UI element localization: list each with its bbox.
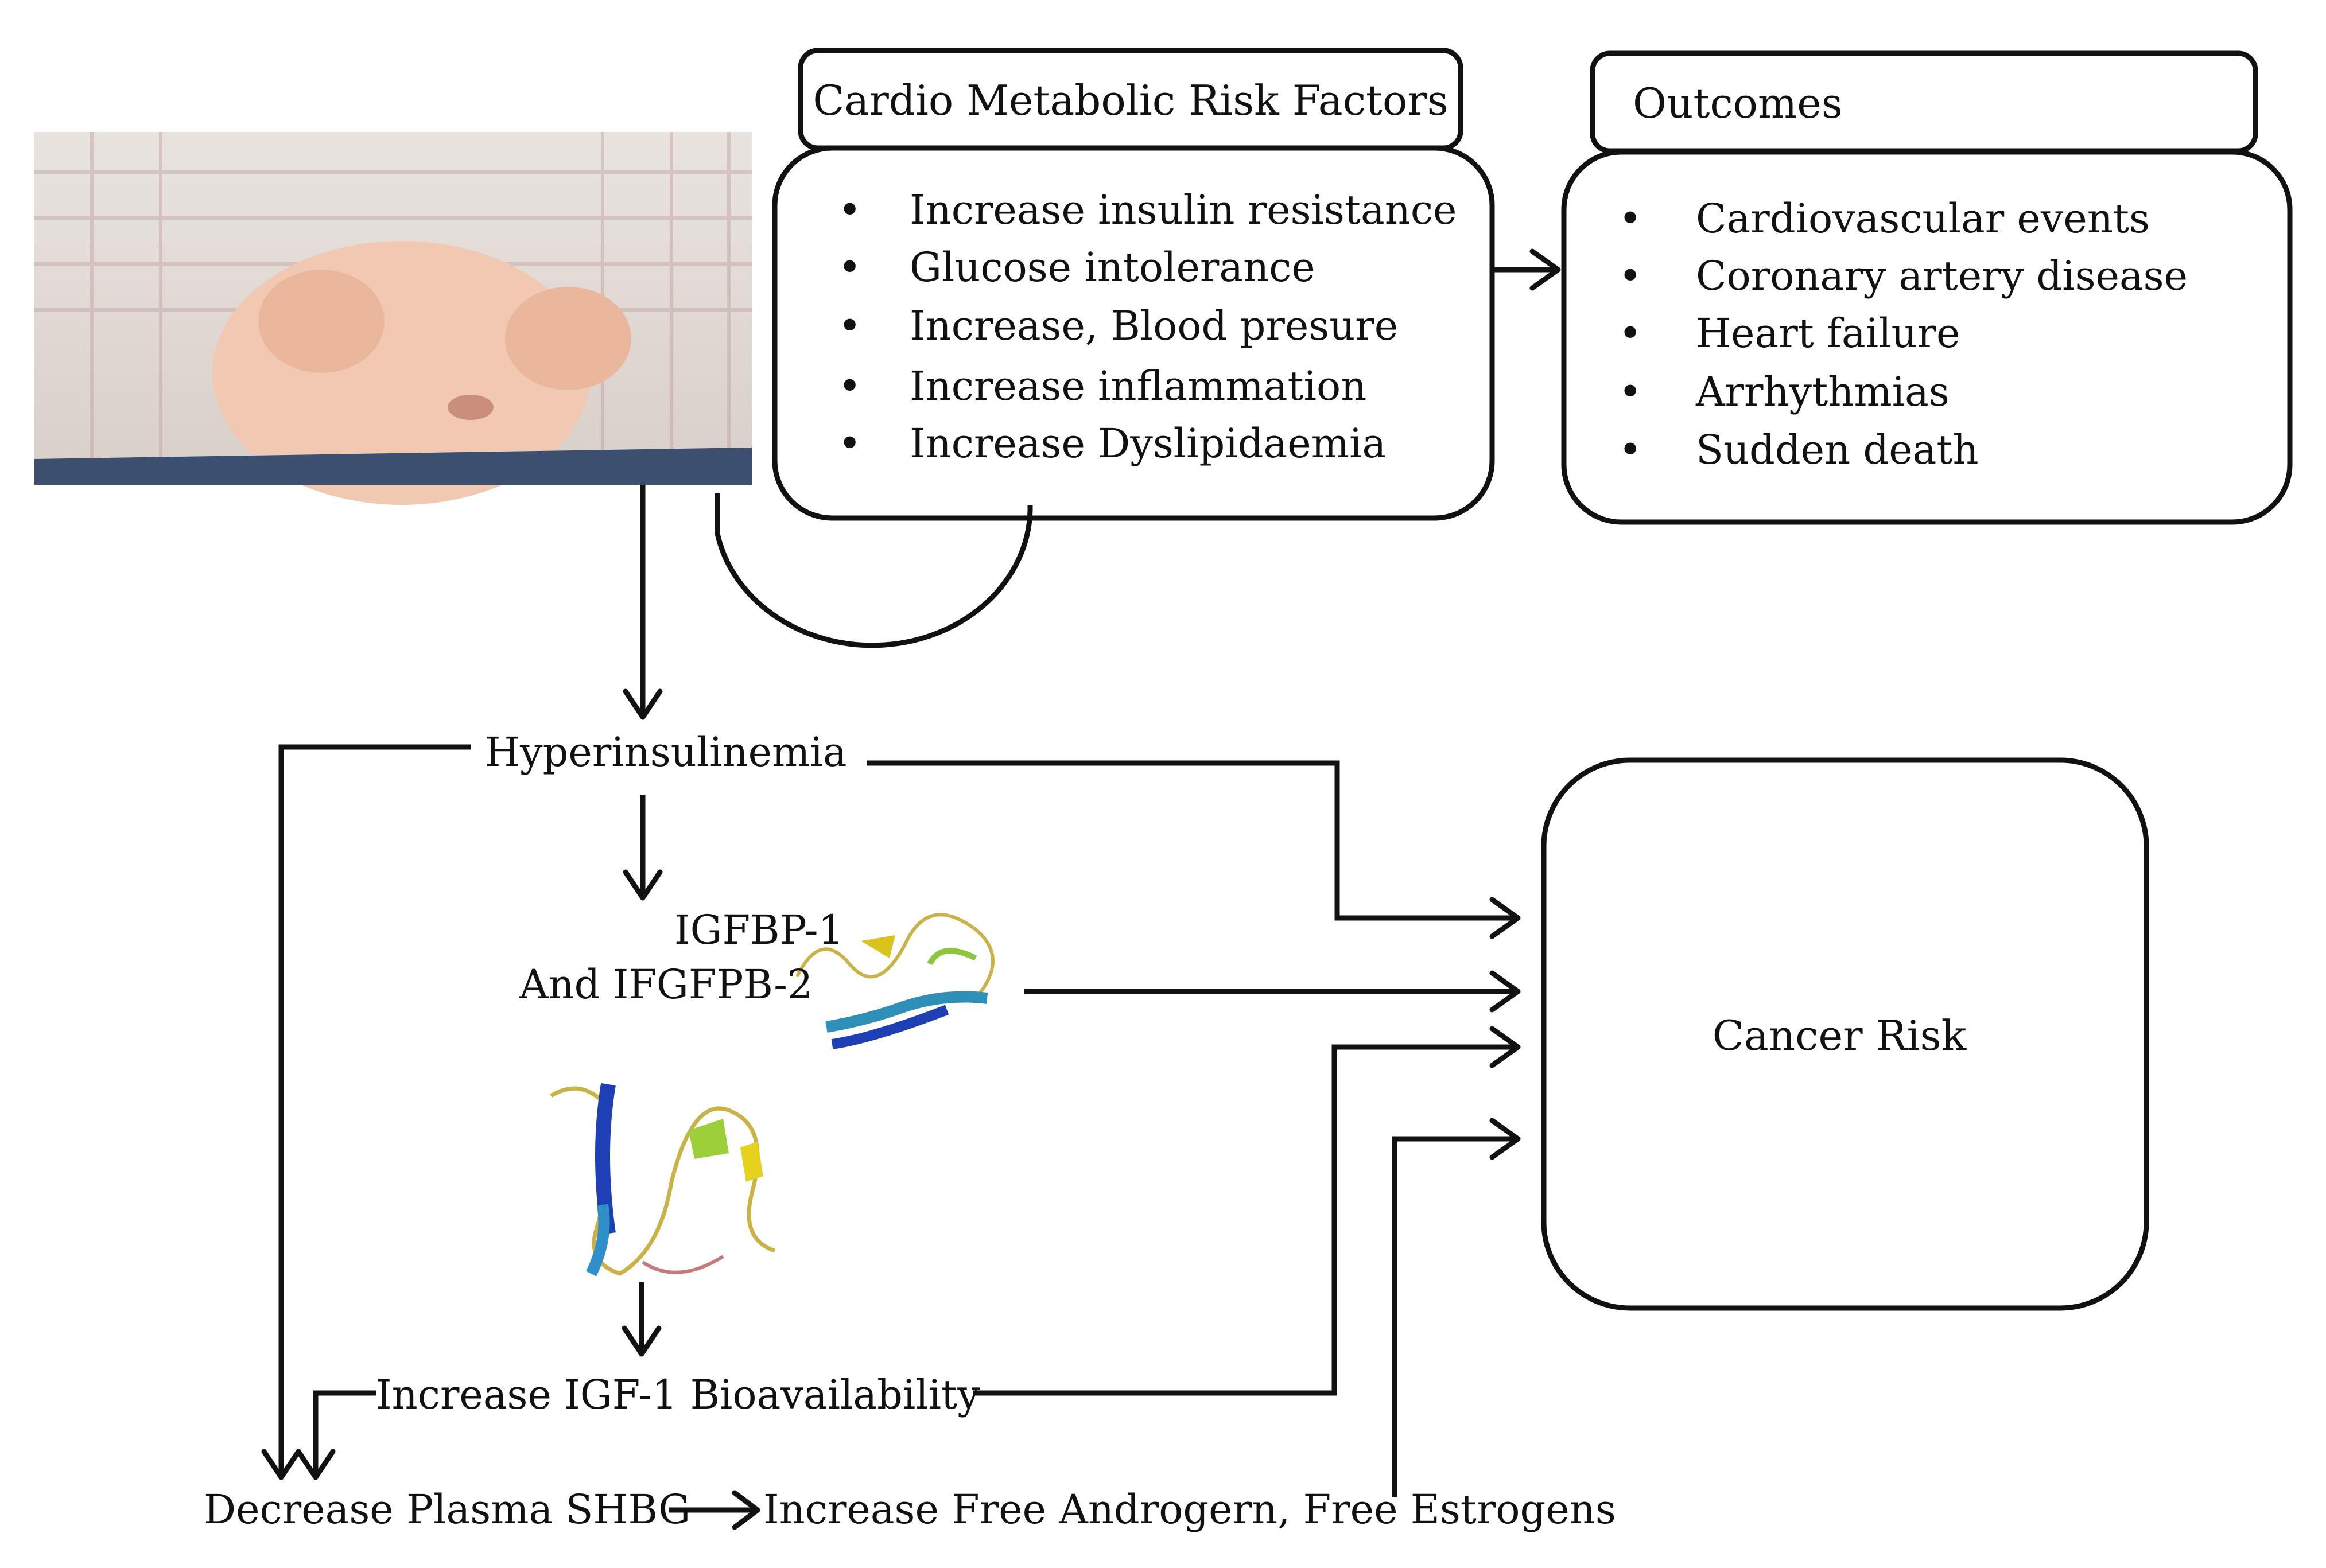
outcome-item: Coronary artery disease: [1696, 252, 2188, 299]
arrow-photo-to-hyperinsulinemia: [623, 485, 663, 720]
bullet: •: [1618, 426, 1642, 473]
arrow-igf1-to-cancer: [973, 1026, 1521, 1396]
free-hormones-label: Increase Free Androgern, Free Estrogens: [763, 1486, 1616, 1533]
igfbp-label-line2: And IFGFPB-2: [519, 961, 813, 1008]
outcomes-list: • Cardiovascular events • Coronary arter…: [1618, 195, 2188, 473]
risk-factor-item: Increase Dyslipidaemia: [910, 420, 1386, 467]
igf1-bioavailability-label: Increase IGF-1 Bioavailability: [376, 1371, 980, 1418]
outcome-item: Sudden death: [1696, 426, 1979, 473]
protein-structure-1: [796, 913, 995, 1049]
arrow-hyperinsulinemia-to-cancer: [867, 760, 1521, 939]
plasma-shbg-label: Decrease Plasma SHBG: [204, 1486, 690, 1533]
cancer-risk-box: [1541, 757, 2149, 1311]
outcome-item: Heart failure: [1696, 310, 1960, 357]
bullet: •: [838, 244, 861, 291]
outcome-item: Arrhythmias: [1695, 368, 1950, 415]
risk-factors-list: • Increase insulin resistance • Glucose …: [838, 186, 1457, 467]
outcomes-title: Outcomes: [1633, 79, 1843, 127]
risk-factors-title: Cardio Metabolic Risk Factors: [813, 76, 1448, 124]
arrow-risk-to-outcomes: [1492, 248, 1561, 291]
outcomes-box: [1561, 149, 2293, 525]
risk-factor-item: Increase insulin resistance: [910, 186, 1457, 234]
bullet: •: [1618, 195, 1642, 242]
risk-factor-item: Increase, Blood presure: [910, 302, 1398, 349]
risk-factor-item: Glucose intolerance: [910, 244, 1315, 291]
arrow-protein-to-igf1: [622, 1282, 662, 1357]
arrow-free-hormones-to-cancer: [1392, 1118, 1521, 1497]
cancer-risk-label: Cancer Risk: [1713, 1011, 1967, 1060]
feedback-loop-curve: [715, 493, 1033, 648]
risk-factor-item: Increase inflammation: [910, 363, 1366, 410]
igfbp-label-line1: IGFBP-1: [674, 906, 844, 954]
bullet: •: [1618, 310, 1642, 357]
bullet: •: [838, 186, 861, 234]
bullet: •: [838, 420, 861, 467]
obesity-photo: [34, 132, 752, 505]
bullet: •: [1618, 368, 1642, 415]
bullet: •: [838, 363, 861, 410]
arrow-hyperinsulinemia-to-igfbp: [623, 795, 663, 901]
hyperinsulinemia-label: Hyperinsulinemia: [485, 729, 847, 776]
arrow-igfbp-to-cancer: [1024, 970, 1521, 1013]
bullet: •: [838, 302, 861, 349]
arrow-igf1-to-shbg: [296, 1390, 376, 1480]
risk-factors-box: [772, 145, 1495, 521]
arrow-hyperinsulinemia-to-shbg: [261, 744, 471, 1480]
outcome-item: Cardiovascular events: [1696, 195, 2150, 242]
bullet: •: [1618, 252, 1642, 299]
arrow-shbg-to-free-hormones: [669, 1490, 760, 1530]
protein-structure-2: [550, 1083, 776, 1277]
